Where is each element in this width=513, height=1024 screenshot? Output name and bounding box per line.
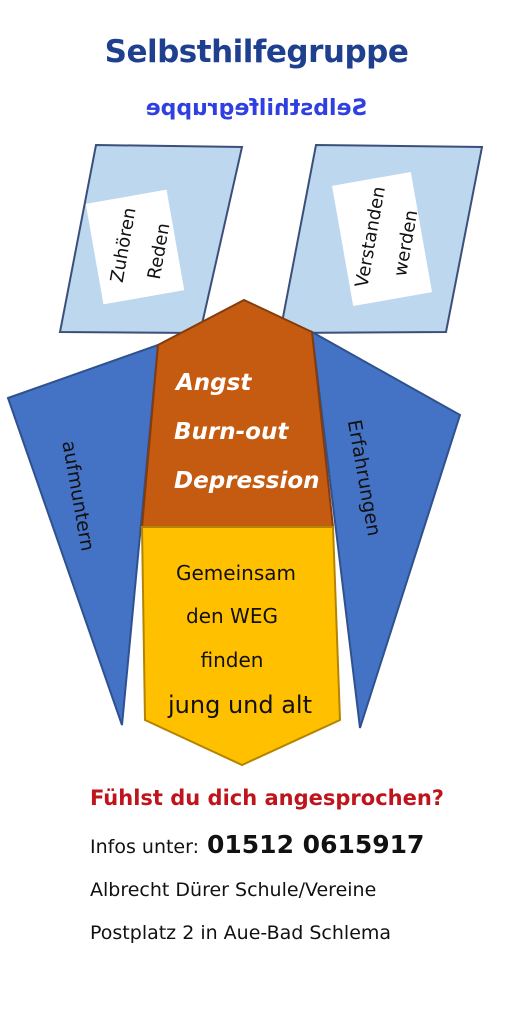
- motto-graphic: Zuhören Reden Verstanden werden aufmunte…: [6, 143, 484, 767]
- footer-address-line1: Albrecht Dürer Schule/Vereine: [90, 879, 377, 901]
- center-bottom-shape: [140, 526, 342, 767]
- left-top-inner-box: [85, 189, 185, 305]
- topic-depression: Depression: [174, 468, 320, 494]
- center-top-shape: [140, 298, 335, 528]
- left-side-triangle: [6, 343, 160, 726]
- motto-den-weg: den WEG: [186, 604, 278, 628]
- topic-burnout: Burn-out: [174, 419, 289, 445]
- phone-number[interactable]: 01512 0615917: [207, 830, 425, 859]
- topic-angst: Angst: [174, 370, 252, 396]
- motto-finden: finden: [201, 648, 264, 672]
- right-top-inner-box: [332, 171, 432, 307]
- footer-question: Fühlst du dich angesprochen?: [90, 786, 444, 810]
- footer-address-line2: Postplatz 2 in Aue-Bad Schlema: [90, 922, 392, 944]
- footer-info: Infos unter: 01512 0615917: [90, 830, 424, 859]
- right-side-triangle: [310, 330, 462, 729]
- title: Selbsthilfegruppe: [104, 34, 409, 70]
- motto-gemeinsam: Gemeinsam: [176, 561, 296, 585]
- info-label: Infos unter:: [90, 836, 199, 858]
- motto-jung-und-alt: jung und alt: [167, 691, 312, 719]
